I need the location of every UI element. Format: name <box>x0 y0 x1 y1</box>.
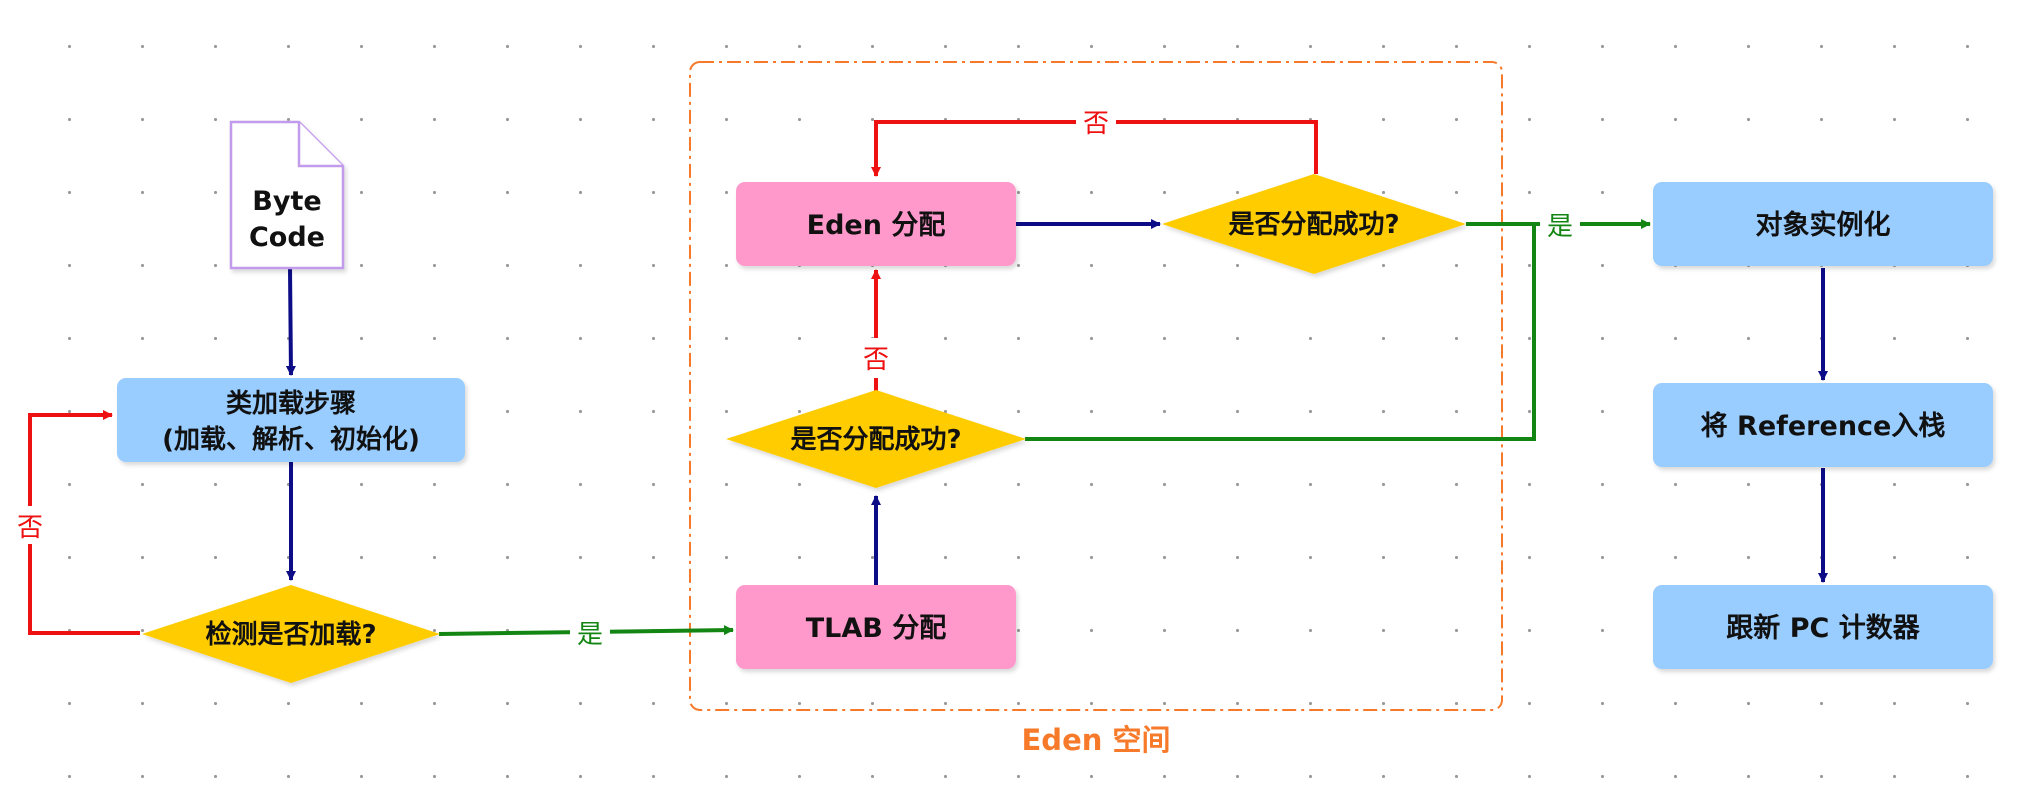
check-loaded-diamond <box>142 585 440 683</box>
edge-label-no-retry-eden: 否 <box>1083 109 1109 139</box>
update-pc-box <box>1653 585 1993 669</box>
edge-label-no-to-eden: 否 <box>863 345 889 375</box>
tlab-alloc-label: TLAB 分配 <box>806 613 947 644</box>
bytecode-document <box>229 120 345 270</box>
bytecode-label-line1: Byte <box>252 186 321 217</box>
eden-space-label: Eden 空间 <box>1022 723 1171 757</box>
edge-label-bg <box>860 338 892 378</box>
eden-alloc-box <box>736 182 1016 266</box>
edge-label-bg <box>14 506 46 544</box>
push-reference-box <box>1653 383 1993 467</box>
class-loading-label-line1: 类加载步骤 <box>226 388 356 419</box>
edge-bytecode-to-loading <box>285 267 296 376</box>
update-pc-label: 跟新 PC 计数器 <box>1726 612 1920 644</box>
edge-lower-success-yes <box>1025 224 1536 441</box>
instantiate-label: 对象实例化 <box>1756 209 1891 241</box>
eden-space-frame <box>689 61 1503 711</box>
edge-label-no-reload: 否 <box>17 513 43 543</box>
eden-alloc-label: Eden 分配 <box>807 210 946 241</box>
edge-label-yes-to-instantiate: 是 <box>1547 212 1573 242</box>
bytecode-label-line2: Code <box>249 222 325 253</box>
success-lower-diamond <box>726 390 1026 488</box>
push-reference-label: 将 Reference入栈 <box>1701 411 1946 442</box>
class-loading-box <box>117 378 465 462</box>
success-upper-label: 是否分配成功? <box>1228 210 1399 240</box>
edge-label-bg <box>1076 104 1116 140</box>
class-loading-label-line2: (加载、解析、初始化) <box>162 425 420 455</box>
edge-label-bg <box>570 614 610 650</box>
edge-label-bg <box>1540 207 1580 243</box>
instantiate-box <box>1653 182 1993 266</box>
check-loaded-label: 检测是否加载? <box>205 619 376 650</box>
tlab-alloc-box <box>736 585 1016 669</box>
success-upper-diamond <box>1162 174 1466 274</box>
success-lower-label: 是否分配成功? <box>790 425 961 455</box>
edge-label-yes-to-tlab: 是 <box>577 620 603 650</box>
